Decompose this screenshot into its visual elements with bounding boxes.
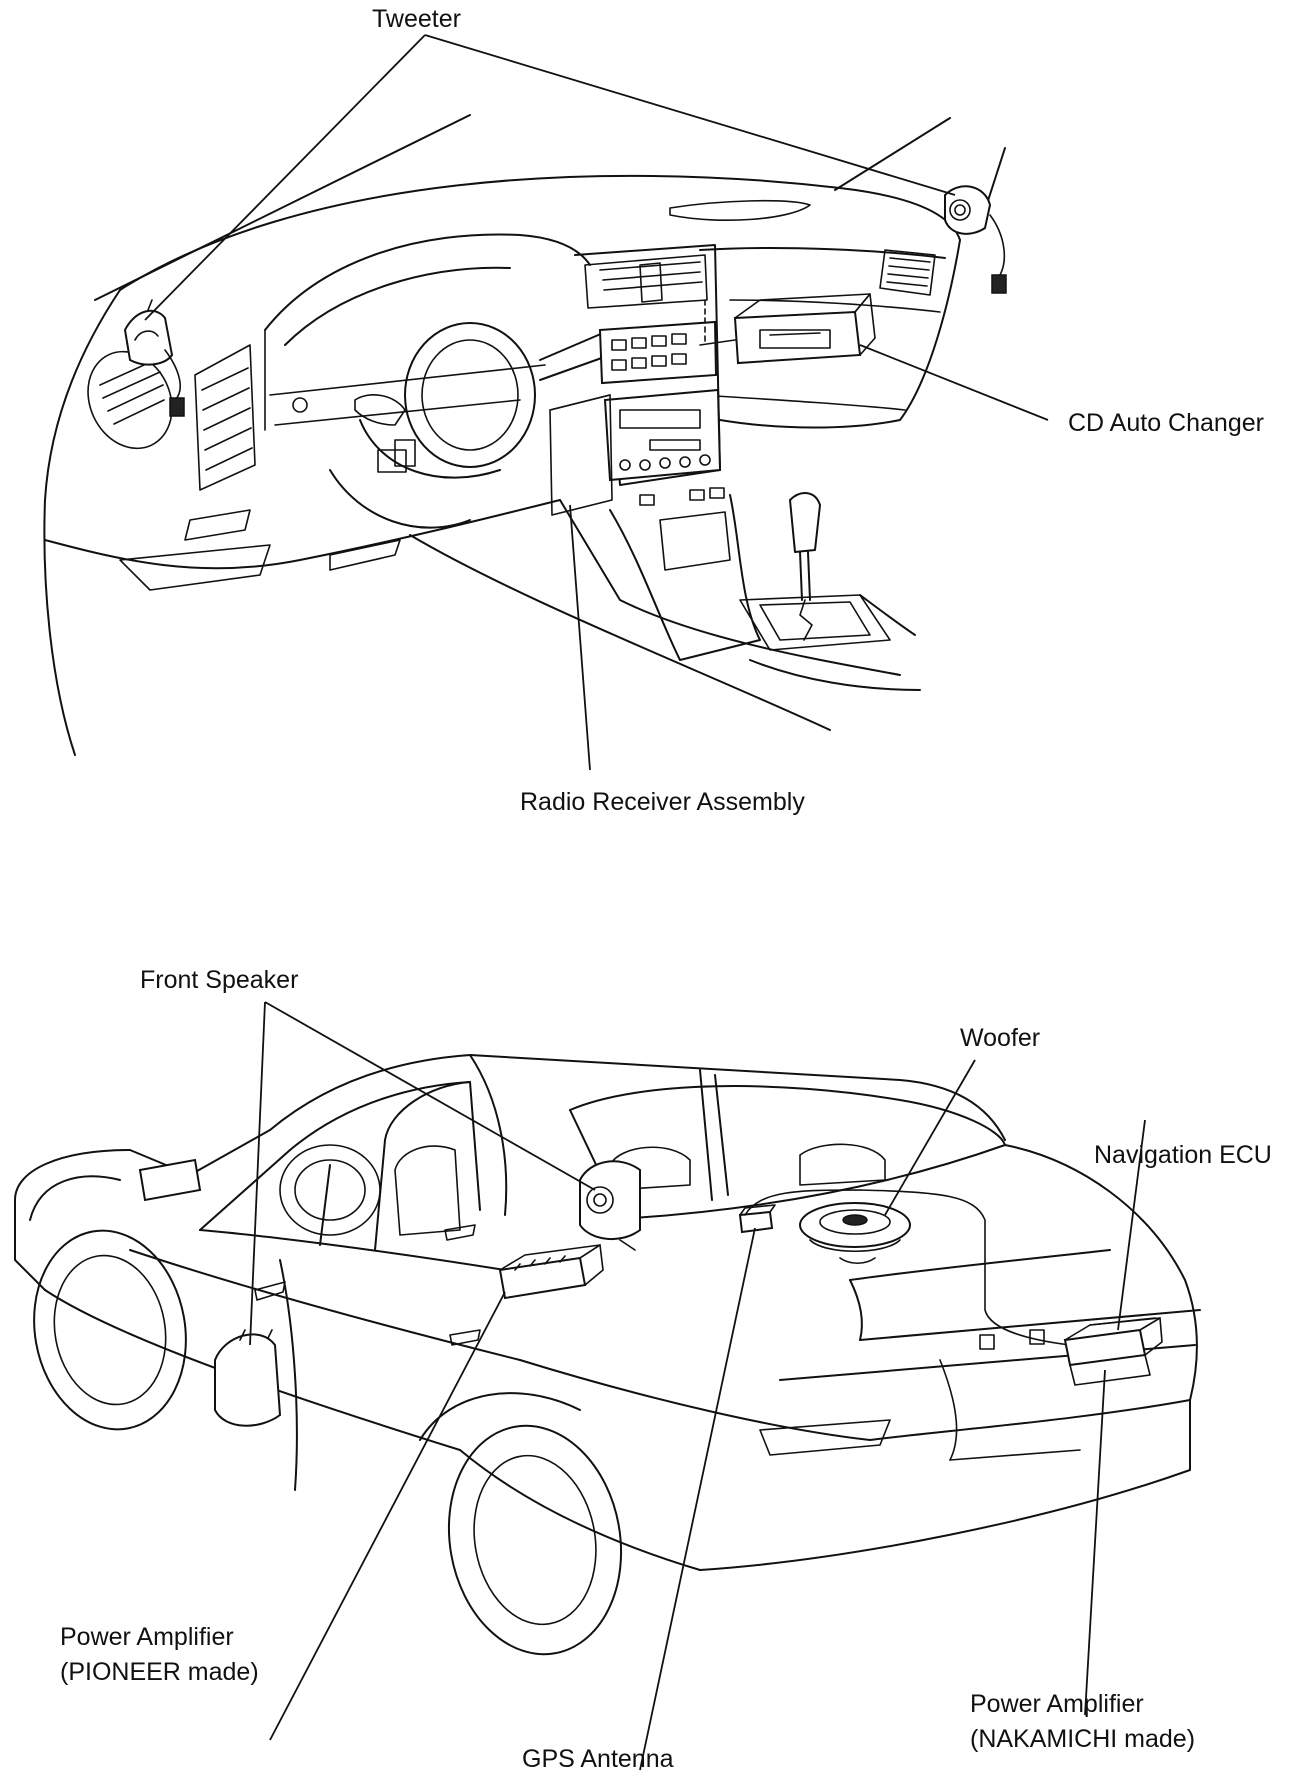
woofer-unit [799,1202,911,1265]
front-speaker-left-door [214,1329,282,1427]
label-power-amplifier-pioneer-line2: (PIONEER made) [60,1658,259,1686]
label-woofer: Woofer [960,1024,1041,1052]
navigation-ecu-and-nakamichi-amplifier-unit [1063,1317,1163,1386]
label-tweeter: Tweeter [372,5,461,33]
label-navigation-ecu: Navigation ECU [1094,1141,1272,1169]
label-power-amplifier-pioneer-line1: Power Amplifier [60,1623,234,1651]
front-speaker-rear-deck [579,1160,641,1251]
label-gps-antenna: GPS Antenna [522,1745,674,1773]
power-amplifier-pioneer-unit [498,1244,604,1300]
center-console-radio-area [549,244,921,691]
bottom-leader-lines [249,1001,1146,1771]
gps-antenna-unit [738,1189,1071,1346]
cd-auto-changer-unit [699,293,876,365]
label-radio-receiver-assembly: Radio Receiver Assembly [520,788,805,816]
label-power-amplifier-nakamichi-line2: (NAKAMICHI made) [970,1725,1196,1753]
label-power-amplifier-nakamichi-line1: Power Amplifier [970,1690,1144,1718]
label-cd-auto-changer: CD Auto Changer [1068,409,1264,437]
car-illustration [14,1054,1201,1656]
label-front-speaker: Front Speaker [140,966,299,994]
tweeter-left [123,299,185,417]
tweeter-right [944,185,1007,294]
dashboard-illustration [43,114,1006,756]
top-leader-lines [144,34,1049,771]
